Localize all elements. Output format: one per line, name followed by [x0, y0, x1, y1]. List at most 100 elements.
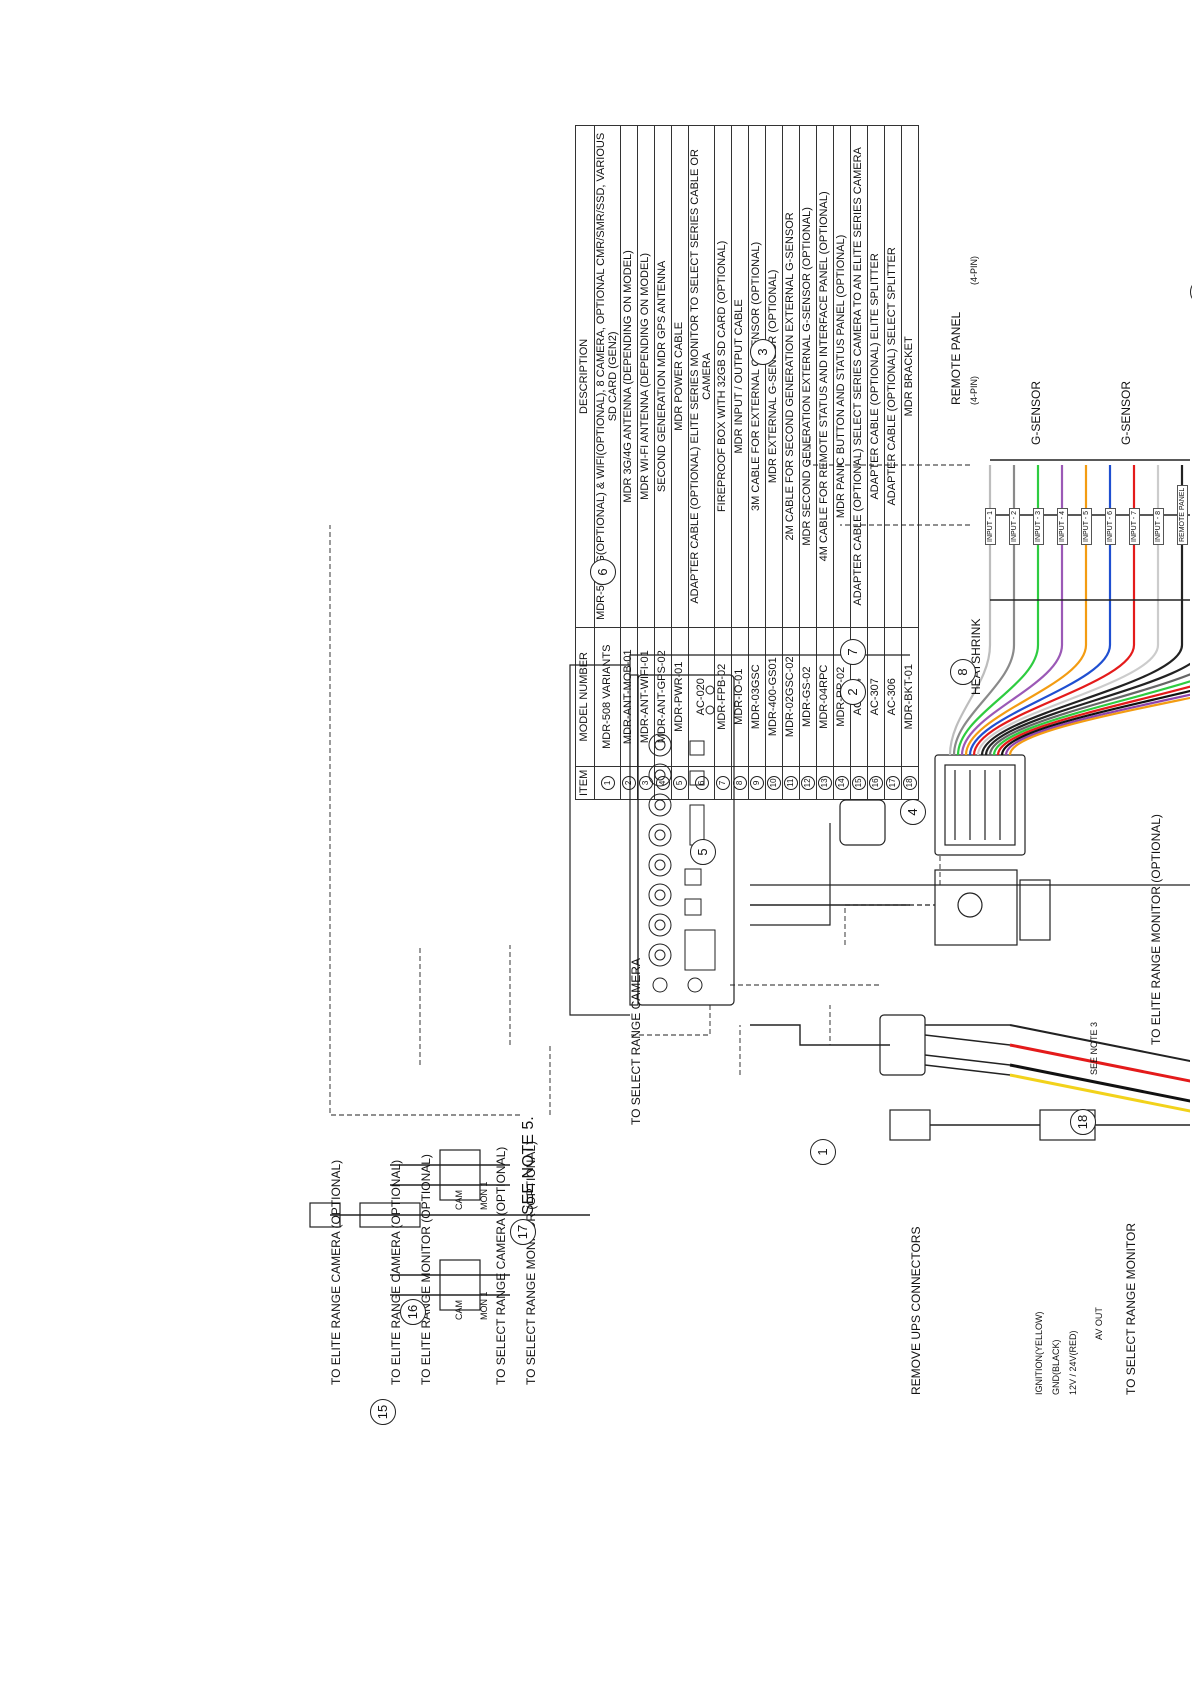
io-wire — [988, 465, 1190, 756]
remote-panel-cable — [990, 459, 1190, 461]
label-elite-camera-b: TO ELITE RANGE CAMERA (OPTIONAL) — [389, 1159, 403, 1385]
label-text: (4-PIN) — [969, 376, 979, 405]
label-text: AV OUT — [1094, 1307, 1104, 1340]
power-cable — [750, 1014, 1190, 1117]
wire-tag: INPUT - 5 — [1081, 508, 1092, 545]
io-wire — [992, 465, 1190, 756]
label-cam-b: CAM — [454, 1190, 465, 1210]
label-text: MON 1 — [479, 1181, 489, 1210]
io-wire — [972, 465, 1136, 756]
label-text: TO ELITE RANGE CAMERA (OPTIONAL) — [389, 1159, 403, 1385]
callout-item-3: 3 — [750, 339, 776, 365]
label-mon1-b: MON 1 — [479, 1181, 490, 1210]
label-text: G-SENSOR — [1119, 380, 1133, 445]
callout-item-16: 16 — [400, 1299, 426, 1325]
label-4pin-a: (4-PIN) — [969, 376, 980, 405]
label-mon1: MON 1 — [479, 1291, 490, 1320]
callout-item-8: 8 — [950, 659, 976, 685]
wire-tag: INPUT - 4 — [1057, 508, 1068, 545]
leader-5 — [810, 1005, 831, 1046]
callout-item-2: 2 — [840, 679, 866, 705]
wire-tag: INPUT - 1 — [985, 508, 996, 545]
io-wire — [956, 465, 1040, 756]
callout-item-5: 5 — [690, 839, 716, 865]
ac306-hub — [439, 1149, 481, 1201]
label-text: TO ELITE RANGE MONITOR (OPTIONAL) — [1149, 814, 1163, 1045]
callout-item-7: 7 — [840, 639, 866, 665]
label-select-camera: TO SELECT RANGE CAMERA (OPTIONAL) — [494, 1146, 508, 1385]
label-text: MON 1 — [479, 1291, 489, 1320]
label-text: 12V / 24V(RED) — [1068, 1330, 1078, 1395]
label-ignition: IGNITION(YELLOW) — [1034, 1311, 1045, 1395]
label-text: (4-PIN) — [969, 256, 979, 285]
io-wire — [984, 465, 1190, 756]
callout-item-4: 4 — [900, 799, 926, 825]
label-12v: 12V / 24V(RED) — [1068, 1330, 1079, 1395]
io-wire — [948, 465, 992, 756]
label-text: REMOVE UPS CONNECTORS — [909, 1226, 923, 1395]
label-text: REMOTE PANEL — [949, 311, 963, 405]
ac307-cables — [390, 1274, 510, 1296]
label-text: CAM — [454, 1190, 464, 1210]
io-wire — [1000, 465, 1190, 756]
fireproof-box — [845, 869, 1018, 946]
io-wire — [1008, 465, 1190, 756]
wiring-drawing — [309, 435, 1190, 1311]
label-text: HEATSHRINK — [969, 618, 983, 695]
label-heatshrink: HEATSHRINK — [969, 618, 983, 695]
label-text: SEE NOTE 5. — [520, 1116, 537, 1215]
leader-3 — [630, 1005, 711, 1036]
io-wire — [980, 465, 1184, 756]
gsensor-cable-11 — [990, 514, 1190, 516]
wire-tag: INPUT - 6 — [1105, 508, 1116, 545]
label-text: TO ELITE RANGE CAMERA (OPTIONAL) — [329, 1159, 343, 1385]
camera-splitters — [309, 1149, 590, 1311]
dvr-ports — [648, 685, 716, 993]
ac307-hub — [439, 1259, 481, 1311]
io-wire — [1004, 465, 1190, 756]
label-elite-camera: TO ELITE RANGE CAMERA (OPTIONAL) — [329, 1159, 343, 1385]
io-wire — [968, 465, 1112, 756]
io-wire — [976, 465, 1160, 756]
label-text: TO SELECT RANGE MONITOR — [1124, 1222, 1138, 1395]
label-text: TO SELECT RANGE CAMERA (OPTIONAL) — [494, 1146, 508, 1385]
label-text: G-SENSOR — [1029, 380, 1043, 445]
wire-tag: INPUT - 2 — [1009, 508, 1020, 545]
label-elite-monitor-2: TO ELITE RANGE MONITOR (OPTIONAL) — [1149, 814, 1163, 1045]
label-text: IGNITION(YELLOW) — [1034, 1311, 1044, 1395]
label-cam: CAM — [454, 1300, 465, 1320]
dvr-top-flange — [629, 674, 639, 1006]
mob-antenna-mount — [1019, 879, 1051, 941]
label-see-note-5: SEE NOTE 5. — [520, 1116, 538, 1215]
dvr-bracket-outline — [569, 664, 630, 1016]
dvr-body — [637, 674, 735, 1006]
label-text: TO ELITE RANGE MONITOR (OPTIONAL) — [419, 1154, 433, 1385]
wire-tag: REMOTE PANEL — [1177, 484, 1188, 545]
gps-antenna — [839, 799, 886, 846]
label-text: TO SELECT RANGE CAMERA — [629, 958, 643, 1125]
leader-remote — [809, 435, 970, 466]
label-select-camera-2: TO SELECT RANGE CAMERA — [629, 958, 643, 1125]
wire-tag: INPUT - 8 — [1153, 508, 1164, 545]
io-wire-fan — [948, 465, 1190, 756]
callout-item-15: 15 — [370, 1399, 396, 1425]
label-select-monitor-2: TO SELECT RANGE MONITOR — [1124, 1222, 1138, 1395]
label-gsensor-b: G-SENSOR — [1119, 380, 1133, 445]
label-av-out: AV OUT — [1094, 1307, 1105, 1340]
wire-tag: INPUT - 3 — [1033, 508, 1044, 545]
label-see-note-3: SEE NOTE 3 — [1089, 1022, 1100, 1075]
gsensor-cable-9 — [990, 599, 1190, 601]
mdr-dvr-unit — [569, 664, 735, 1016]
callout-item-17: 17 — [510, 1219, 536, 1245]
label-remove-ups: REMOVE UPS CONNECTORS — [909, 1226, 923, 1395]
io-wire — [964, 465, 1088, 756]
mob-antenna-base — [957, 892, 983, 918]
callout-item-1: 1 — [810, 1139, 836, 1165]
io-wire — [996, 465, 1190, 756]
callout-item-18: 18 — [1070, 1109, 1096, 1135]
antennas — [750, 799, 1190, 941]
label-4pin-b: (4-PIN) — [969, 256, 980, 285]
bracket-18 — [629, 654, 910, 685]
